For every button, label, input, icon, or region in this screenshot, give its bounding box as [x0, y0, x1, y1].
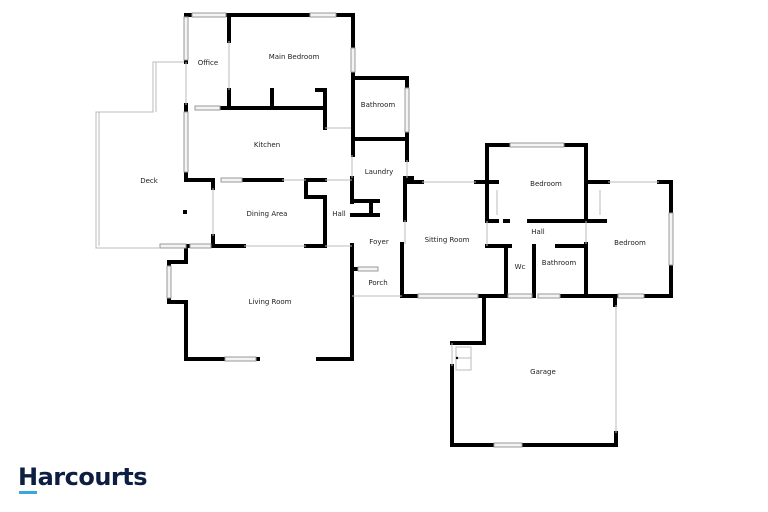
- room-label-porch: Porch: [368, 279, 388, 287]
- room-label-bathroom: Bathroom: [360, 101, 396, 109]
- room-label-bedroom: Bedroom: [614, 239, 646, 247]
- room-label-laundry: Laundry: [364, 168, 394, 176]
- brand-logo: Harcourts: [18, 463, 148, 491]
- room-label-deck: Deck: [140, 177, 158, 185]
- room-label-garage: Garage: [530, 368, 556, 376]
- room-label-wc: Wc: [514, 263, 526, 271]
- room-label-foyer: Foyer: [369, 238, 389, 246]
- room-label-hall: Hall: [531, 228, 545, 236]
- room-label-sitting-room: Sitting Room: [424, 236, 470, 244]
- room-label-hall: Hall: [332, 210, 346, 218]
- room-label-bathroom: Bathroom: [541, 259, 577, 267]
- brand-accent-bar: [19, 491, 37, 494]
- room-label-office: Office: [197, 59, 219, 67]
- room-label-main-bedroom: Main Bedroom: [268, 53, 320, 61]
- room-label-kitchen: Kitchen: [253, 141, 281, 149]
- room-label-bedroom: Bedroom: [530, 180, 562, 188]
- room-label-dining-area: Dining Area: [246, 210, 288, 218]
- room-label-living-room: Living Room: [248, 298, 292, 306]
